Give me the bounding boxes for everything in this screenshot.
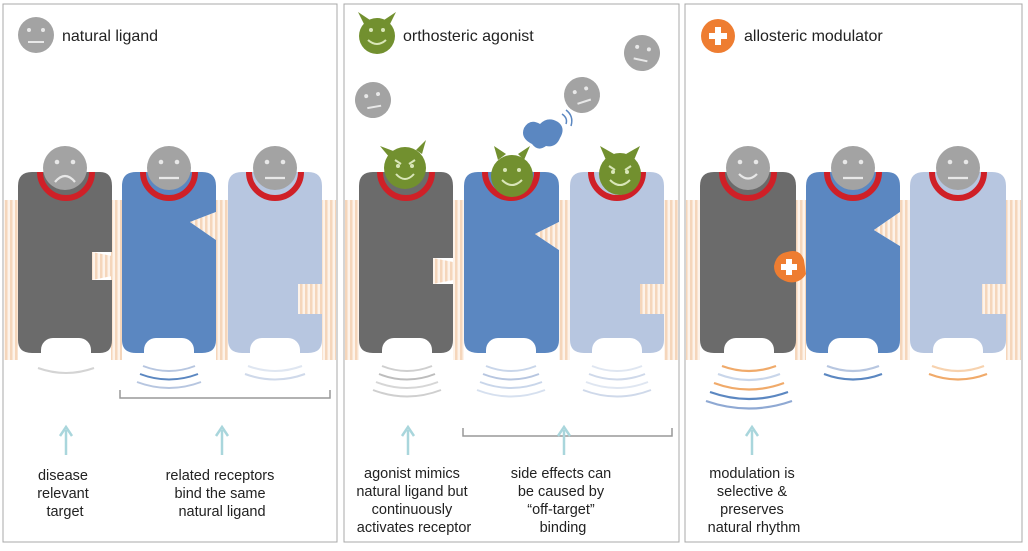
receptor xyxy=(910,171,1006,366)
signal-waves xyxy=(928,364,988,381)
binding-collar xyxy=(140,171,198,201)
devil-face-icon xyxy=(491,146,533,197)
binding-collar xyxy=(482,171,540,201)
membrane xyxy=(216,200,228,360)
membrane xyxy=(453,200,464,360)
signal-waves xyxy=(823,364,883,381)
panel-allosteric-modulator: allosteric modulator xyxy=(684,3,1023,543)
smile-face-icon xyxy=(726,146,770,190)
membrane xyxy=(686,200,700,360)
devil-face-icon xyxy=(358,12,396,54)
membrane xyxy=(111,200,122,360)
membrane xyxy=(559,200,570,360)
signal-waves xyxy=(582,365,652,398)
neutral-face-icon xyxy=(253,146,297,190)
membrane xyxy=(1006,200,1021,360)
receptor xyxy=(359,171,453,366)
devil-face-icon xyxy=(380,140,426,189)
arrow-up-icon xyxy=(400,424,416,455)
receptor xyxy=(464,171,559,366)
caption: related receptors bind the same natural … xyxy=(166,468,279,520)
binding-collar xyxy=(37,171,95,201)
caption: disease relevant target xyxy=(37,468,93,520)
caption: agonist mimics natural ligand but contin… xyxy=(356,466,471,536)
membrane xyxy=(900,200,910,360)
caption: side effects can be caused by “off-targe… xyxy=(511,466,616,536)
plus-icon xyxy=(701,19,735,53)
neutral-face-icon xyxy=(831,146,875,190)
binding-collar xyxy=(377,171,435,201)
receptor xyxy=(18,171,112,366)
panel-header: allosteric modulator xyxy=(744,28,883,45)
receptor xyxy=(122,171,216,366)
signal-waves xyxy=(372,365,442,398)
signal-waves xyxy=(705,364,793,410)
panel-natural-ligand: natural ligand xyxy=(2,3,338,543)
neutral-face-icon xyxy=(355,82,391,118)
membrane xyxy=(322,200,336,360)
signal-waves xyxy=(244,365,306,381)
membrane xyxy=(4,200,18,360)
binding-collar xyxy=(929,171,987,201)
binding-collar xyxy=(588,171,646,201)
signal-waves xyxy=(476,365,546,398)
neutral-face-icon xyxy=(18,17,54,53)
binding-collar xyxy=(719,171,777,201)
receptor xyxy=(700,171,796,366)
binding-collar xyxy=(824,171,882,201)
arrow-up-icon xyxy=(556,424,572,455)
binding-collar xyxy=(246,171,304,201)
receptor xyxy=(570,171,664,366)
panel-orthosteric-agonist: orthosteric agonist xyxy=(343,3,680,543)
arrow-up-icon xyxy=(58,424,74,455)
receptor xyxy=(228,171,322,366)
sad-face-icon xyxy=(43,146,87,190)
devil-face-icon xyxy=(599,146,641,195)
panel-header: natural ligand xyxy=(62,28,158,45)
bracket xyxy=(462,428,673,437)
signal-waves xyxy=(37,367,95,374)
bracket xyxy=(119,390,331,399)
arrow-up-icon xyxy=(214,424,230,455)
neutral-face-icon xyxy=(624,35,660,71)
membrane xyxy=(795,200,806,360)
allosteric-modulator-icon xyxy=(774,251,806,283)
receptor xyxy=(806,171,900,366)
displaced-ligand-icon xyxy=(523,109,573,149)
neutral-face-icon xyxy=(936,146,980,190)
caption: modulation is selective & preserves natu… xyxy=(708,466,801,536)
membrane xyxy=(345,200,359,360)
signal-waves xyxy=(136,365,202,389)
membrane xyxy=(664,200,678,360)
panel-header: orthosteric agonist xyxy=(403,28,534,45)
neutral-face-icon xyxy=(564,76,600,113)
arrow-up-icon xyxy=(744,424,760,455)
neutral-face-icon xyxy=(147,146,191,190)
